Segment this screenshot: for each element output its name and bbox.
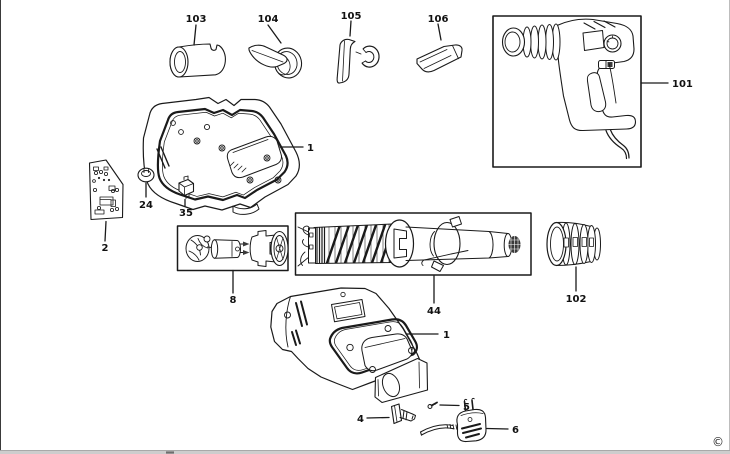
part-number-102: 102 xyxy=(566,294,587,305)
copyright-mark: © xyxy=(712,435,724,449)
pcb-components xyxy=(92,166,120,215)
part-103-round-nozzle: 103 xyxy=(169,14,226,78)
part-105-reflector-nozzle: 105 xyxy=(336,11,380,84)
guard-slots xyxy=(563,237,594,248)
part-5-screw: 5 xyxy=(427,401,470,413)
part-number-24: 24 xyxy=(139,200,153,211)
part-6-power-cord: 6 xyxy=(419,397,519,443)
part-number-1-upper: 1 xyxy=(307,143,314,154)
part-44-heating-element: 44 xyxy=(294,212,532,317)
part-number-1-lower: 1 xyxy=(443,330,450,341)
screw-holes xyxy=(346,325,415,373)
part-number-105: 105 xyxy=(341,11,362,22)
part-1-upper-housing: 1 xyxy=(142,96,314,215)
part-106-spreader-nozzle: 106 xyxy=(416,14,463,73)
part-8-fan-motor-assembly: 8 xyxy=(176,225,289,306)
part-number-4: 4 xyxy=(357,414,364,425)
part-24-cap: 24 xyxy=(137,167,155,211)
part-number-104: 104 xyxy=(258,14,279,25)
part-35-switch: 35 xyxy=(178,175,195,219)
part-4-cord-guard: 4 xyxy=(357,403,416,425)
part-number-101: 101 xyxy=(672,79,693,90)
screw-bosses xyxy=(170,120,282,184)
part-number-44: 44 xyxy=(427,306,441,317)
part-number-35: 35 xyxy=(179,208,193,219)
part-number-103: 103 xyxy=(186,14,207,25)
part-number-6: 6 xyxy=(512,425,519,436)
part-number-8: 8 xyxy=(230,295,237,306)
part-2-circuit-board: 2 xyxy=(88,159,124,254)
part-1-lower-housing: 1 xyxy=(270,287,450,404)
part-number-2: 2 xyxy=(102,243,109,254)
bottom-scrollbar[interactable] xyxy=(0,449,730,454)
part-101-heatgun-assembly: 101 xyxy=(492,15,693,168)
part-104-cone-nozzle: 104 xyxy=(248,14,303,79)
part-102-nozzle-guard: 102 xyxy=(546,221,601,305)
part-number-5: 5 xyxy=(463,402,470,413)
scrollbar-thumb xyxy=(166,451,174,454)
part-number-106: 106 xyxy=(428,14,449,25)
